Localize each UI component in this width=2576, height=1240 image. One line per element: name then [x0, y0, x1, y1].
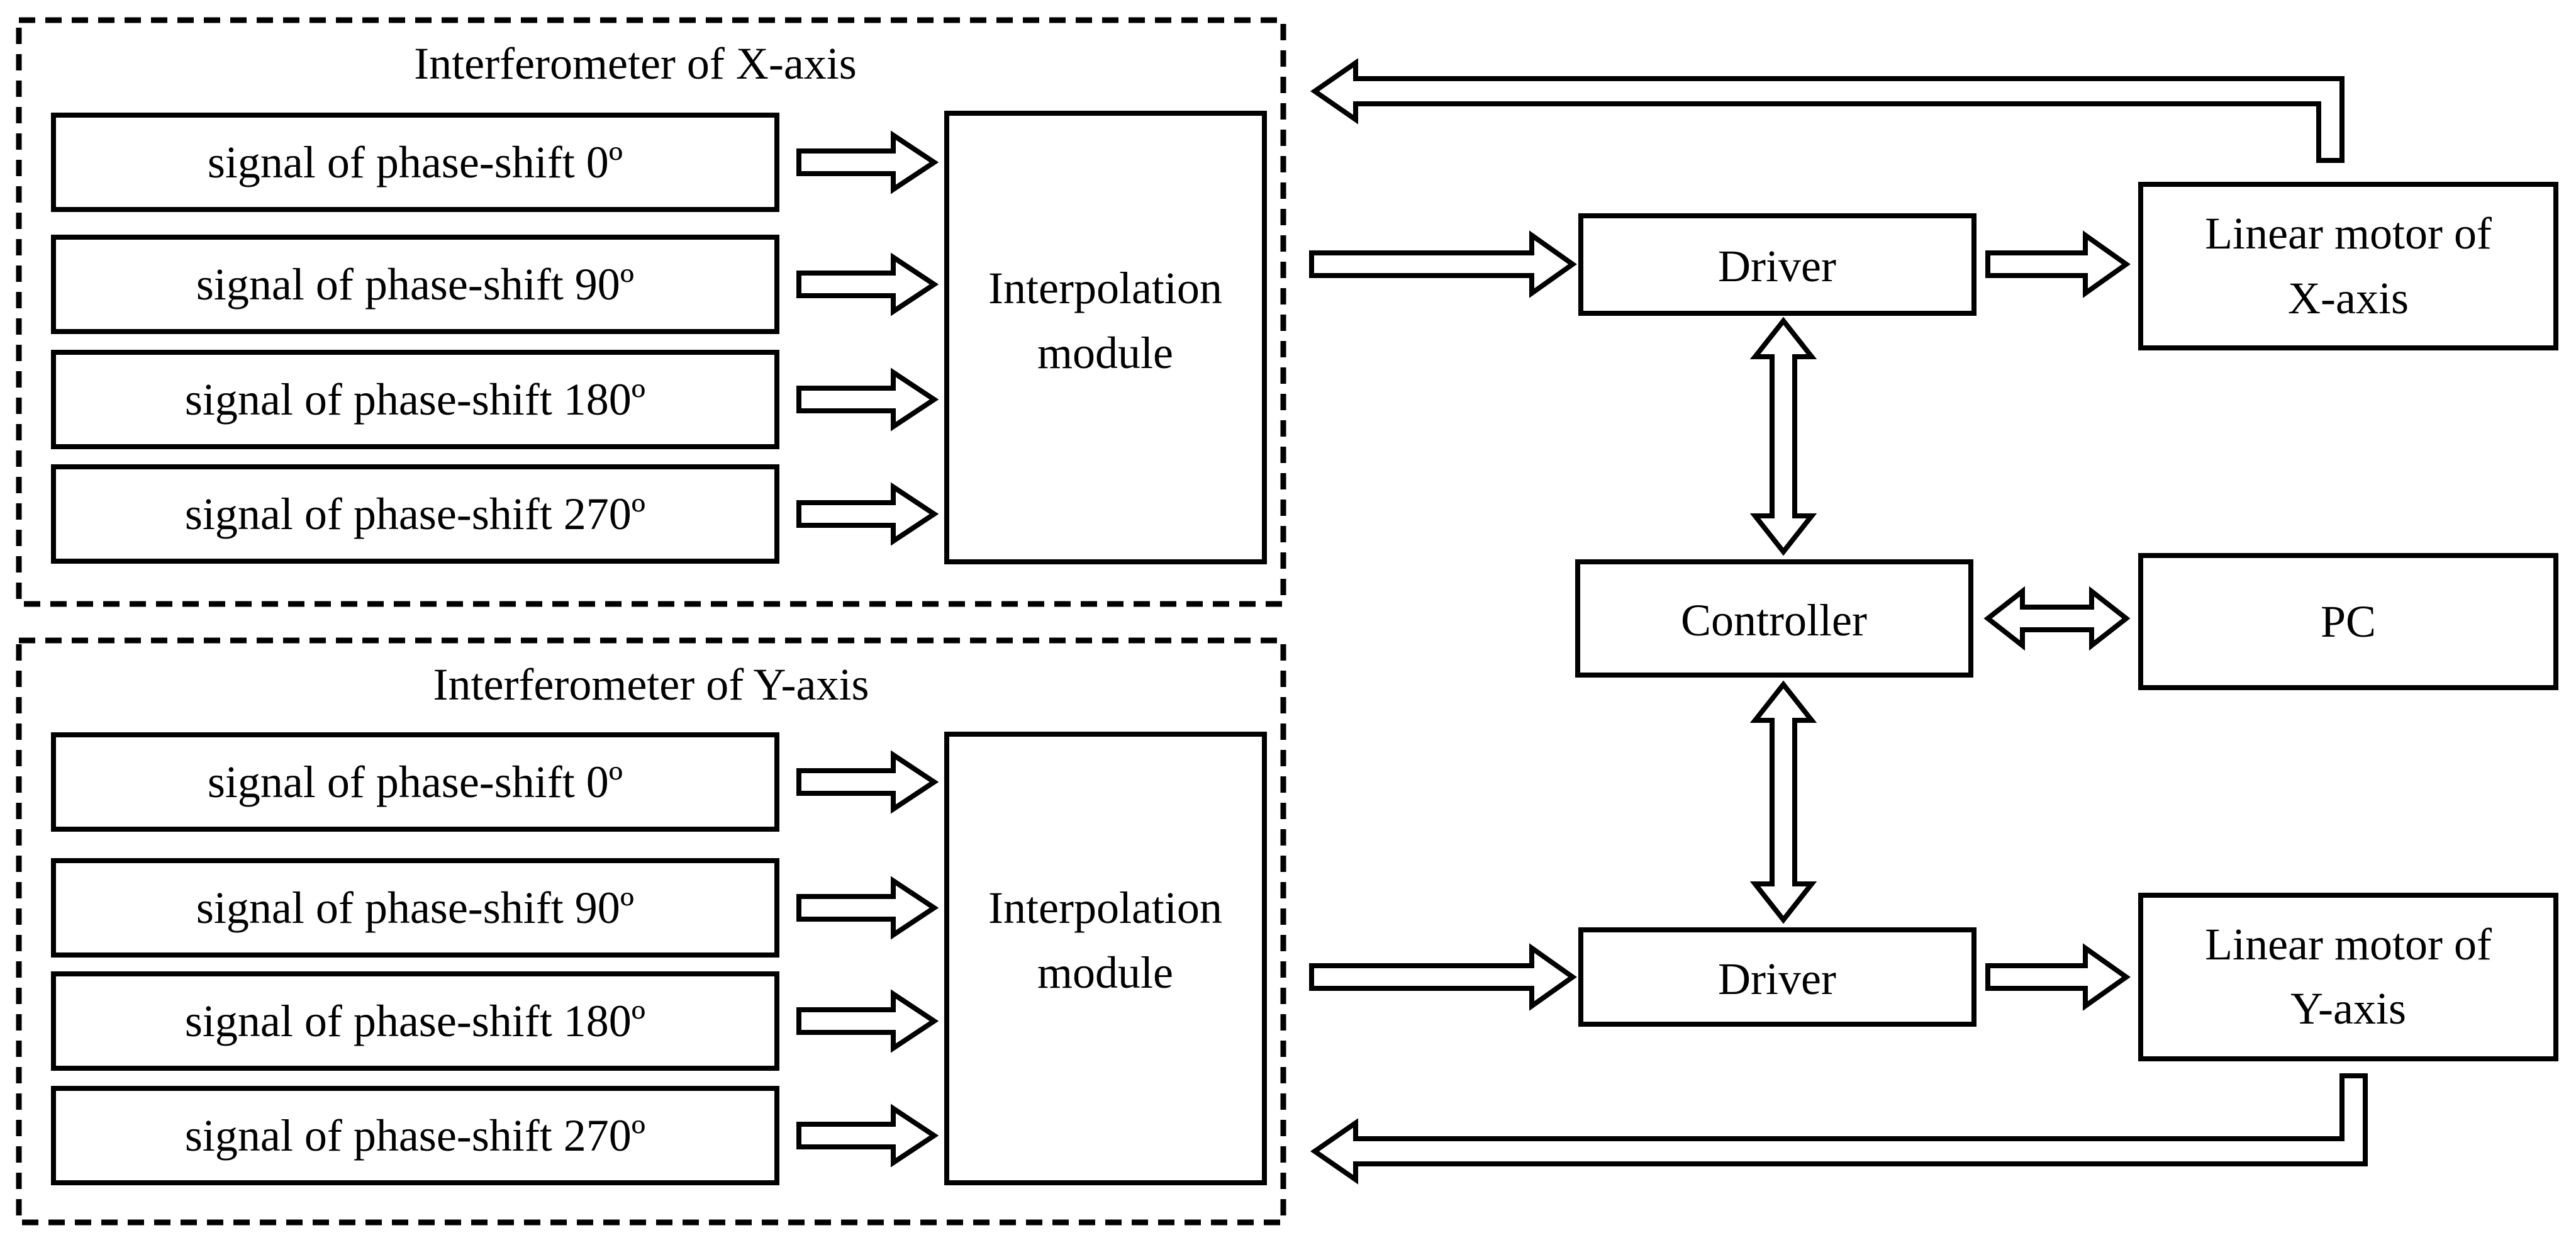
y-interferometer-group: Interferometer of Y-axis signal of phase… [16, 637, 1286, 1226]
motor-y-label-line2: Y-axis [2290, 983, 2406, 1034]
y-signal-180-box [51, 971, 779, 1071]
y-signal-90-label: signal of phase-shift 90º [196, 883, 634, 933]
x-interpolation-to-driver-arrow [1309, 230, 1577, 298]
motor-x-box [2138, 182, 2558, 350]
y-signal-270-label: signal of phase-shift 270º [185, 1110, 645, 1161]
driver-y-label: Driver [1718, 954, 1836, 1004]
x-signal-180-label: signal of phase-shift 180º [185, 374, 645, 425]
x-signal-180-arrow [796, 367, 939, 432]
controller-pc-double-arrow [1983, 586, 2131, 651]
y-interpolation-label-line2: module [1037, 947, 1173, 998]
y-interpolation-to-driver-arrow [1309, 943, 1577, 1011]
y-interpolation-box [944, 732, 1267, 1185]
driver-x-controller-double-arrow [1749, 316, 1817, 556]
y-signal-90-arrow [796, 876, 939, 940]
pc-label: PC [2321, 596, 2376, 647]
driver-x-label: Driver [1718, 241, 1836, 291]
controller-box [1575, 559, 1973, 678]
x-interferometer-group: Interferometer of X-axis signal of phase… [16, 17, 1286, 607]
motor-x-label-line1: Linear motor of [2205, 208, 2492, 259]
y-motor-feedback-arrow [1310, 1073, 2368, 1185]
x-signal-270-arrow [796, 482, 939, 546]
x-interpolation-label-line2: module [1037, 328, 1173, 378]
y-interpolation-label-line1: Interpolation [988, 883, 1222, 933]
y-signal-0-box [51, 732, 779, 832]
motor-y-box [2138, 893, 2558, 1061]
y-signal-180-arrow [796, 989, 939, 1053]
x-motor-feedback-arrow [1310, 58, 2345, 163]
x-signal-90-label: signal of phase-shift 90º [196, 259, 634, 310]
driver-x-to-motor-arrow [1985, 230, 2131, 298]
controller-driver-y-double-arrow [1749, 680, 1817, 924]
x-group-title: Interferometer of X-axis [414, 38, 857, 89]
x-signal-270-box [51, 464, 779, 564]
y-group-title: Interferometer of Y-axis [433, 659, 869, 710]
controller-label: Controller [1681, 595, 1867, 645]
x-interpolation-box [944, 111, 1267, 564]
driver-x-box [1578, 213, 1977, 316]
x-signal-0-label: signal of phase-shift 0º [208, 137, 623, 187]
motor-y-label-line1: Linear motor of [2205, 919, 2492, 969]
x-interpolation-label-line1: Interpolation [988, 263, 1222, 313]
driver-y-box [1578, 927, 1977, 1027]
y-signal-270-arrow [796, 1103, 939, 1168]
x-signal-0-arrow [796, 130, 939, 194]
motor-x-label-line2: X-axis [2288, 273, 2409, 323]
y-signal-90-box [51, 858, 779, 958]
x-signal-90-arrow [796, 252, 939, 316]
x-signal-180-box [51, 350, 779, 449]
y-signal-0-arrow [796, 750, 939, 814]
driver-y-to-motor-arrow [1985, 943, 2131, 1011]
x-signal-0-box [51, 113, 779, 212]
pc-box [2138, 553, 2558, 690]
y-signal-180-label: signal of phase-shift 180º [185, 996, 645, 1046]
x-signal-90-box [51, 235, 779, 334]
y-signal-270-box [51, 1086, 779, 1185]
x-signal-270-label: signal of phase-shift 270º [185, 489, 645, 539]
y-signal-0-label: signal of phase-shift 0º [208, 757, 623, 807]
